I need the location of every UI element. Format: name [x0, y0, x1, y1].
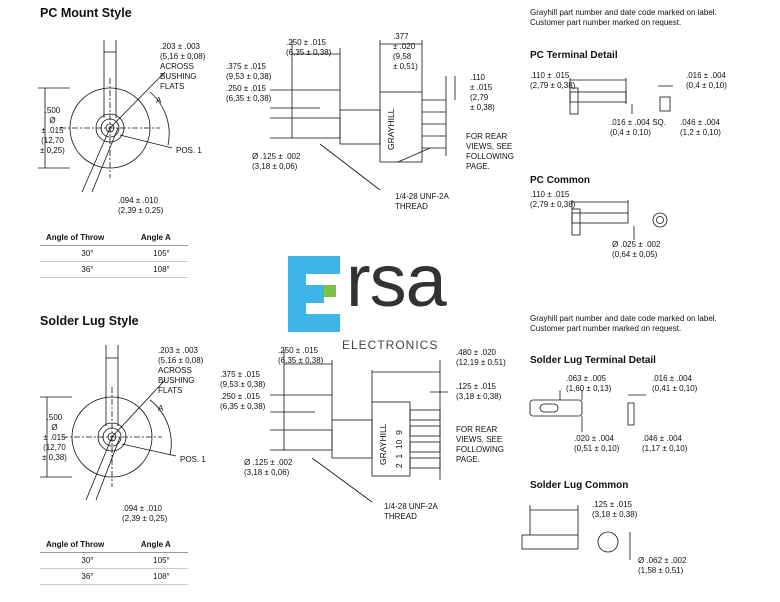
pc-side-view [270, 40, 456, 191]
sl-thread-label: 1/4-28 UNF-2A THREAD [384, 502, 438, 521]
pc-common-detail [571, 200, 668, 240]
table-cell: 30° [40, 245, 135, 262]
pc-common-dim-b: Ø .025 ± .002 (0,64 ± 0,05) [612, 240, 661, 259]
table-cell: 36° [40, 568, 135, 585]
sl-label-note: Grayhill part number and date code marke… [530, 314, 717, 333]
sl-body-numbers: 2 1 10 9 [394, 430, 404, 468]
ersa-logo-subtitle: ELECTRONICS [342, 338, 439, 352]
sl-flat-dim: .094 ± .010 (2,39 ± 0,25) [122, 504, 168, 523]
table-row: 36° 108° [40, 568, 188, 585]
pc-terminal-length-dim: .110 ± .015 (2,79 ± 0,38) [470, 73, 495, 112]
table-row: 30° 105° [40, 245, 188, 262]
sl-angle-table: Angle of Throw Angle A 30° 105° 36° 108° [40, 540, 188, 585]
pc-bushing-length-dim: .250 ± .015 (6,35 ± 0,38) [286, 38, 332, 57]
pc-flat-length-dim: .250 ± .015 (6,35 ± 0,38) [226, 84, 272, 103]
sl-bushing-flats-dim: .203 ± .003 (5,16 ± 0,08) ACROSS BUSHING… [158, 346, 204, 395]
sl-terminal-detail [529, 390, 646, 432]
pc-rear-views-note: FOR REAR VIEWS, SEE FOLLOWING PAGE. [466, 132, 515, 171]
pc-thread-label: 1/4-28 UNF-2A THREAD [395, 192, 449, 211]
pc-terminal-dim-b: .016 ± .004 (0,4 ± 0,10) [686, 71, 727, 90]
table-cell: 108° [134, 568, 188, 585]
sl-rear-views-note: FOR REAR VIEWS, SEE FOLLOWING PAGE. [456, 425, 505, 464]
pc-terminal-detail [569, 78, 673, 115]
pc-body-label: GRAYHILL [386, 108, 396, 150]
table-header: Angle of Throw [40, 540, 135, 553]
pc-front-view [38, 40, 173, 193]
table-cell: 105° [134, 552, 188, 569]
sl-common-detail [521, 505, 631, 560]
table-header: Angle A [134, 540, 188, 553]
sl-terminal-length-dim: .125 ± .015 (3,18 ± 0,38) [456, 382, 502, 401]
sl-common-dim-a: .125 ± .015 (3,18 ± 0,38) [592, 500, 638, 519]
sl-body-length-dim: .480 ± .020 (12,19 ± 0,51) [456, 348, 506, 367]
sl-shaft-diameter-dim: Ø .125 ± .002 (3,18 ± 0,06) [244, 458, 293, 477]
pc-angle-table: Angle of Throw Angle A 30° 105° 36° 108° [40, 233, 188, 278]
sl-body-label: GRAYHILL [378, 423, 388, 465]
sl-common-dim-b: Ø .062 ± .002 (1,58 ± 0,51) [638, 556, 687, 575]
sl-terminal-dim-d: .046 ± .004 (1,17 ± 0,10) [642, 434, 688, 453]
table-cell: 30° [40, 552, 135, 569]
table-row: 30° 105° [40, 552, 188, 569]
table-header: Angle of Throw [40, 233, 135, 246]
pc-terminal-dim-d: .046 ± .004 (1,2 ± 0,10) [680, 118, 721, 137]
sl-flat-length-dim: .250 ± .015 (6,35 ± 0,38) [220, 392, 266, 411]
pc-terminal-dim-a: .110 ± .015 (2,79 ± 0,38) [530, 71, 576, 90]
pc-angle-label: A [156, 96, 162, 105]
sl-position-label: POS. 1 [180, 455, 206, 464]
sl-side-view [270, 350, 448, 503]
table-row: 36° 108° [40, 261, 188, 278]
sl-front-view [40, 345, 177, 501]
pc-terminal-dim-c: .016 ± .004 SQ. (0,4 ± 0,10) [610, 118, 666, 137]
pc-shaft-length-dim: .375 ± .015 (9,53 ± 0,38) [226, 62, 272, 81]
table-header: Angle A [134, 233, 188, 246]
pc-diameter-dim: .500 Ø ± .015 (12,70 ± 0,25) [40, 106, 65, 155]
pc-mount-title: PC Mount Style [40, 6, 132, 20]
table-cell: 105° [134, 245, 188, 262]
pc-flat-dim: .094 ± .010 (2,39 ± 0,25) [118, 196, 164, 215]
sl-shaft-length-dim: .375 ± .015 (9,53 ± 0,38) [220, 370, 266, 389]
sl-common-title: Solder Lug Common [530, 480, 629, 491]
pc-common-dim-a: .110 ± .015 (2,79 ± 0,38) [530, 190, 576, 209]
sl-terminal-dim-c: .020 ± .004 (0,51 ± 0,10) [574, 434, 620, 453]
pc-terminal-detail-title: PC Terminal Detail [530, 50, 618, 61]
table-cell: 36° [40, 261, 135, 278]
sl-bushing-length-dim: .250 ± .015 (6,35 ± 0,38) [278, 346, 324, 365]
pc-common-title: PC Common [530, 175, 590, 186]
pc-position-label: POS. 1 [176, 146, 202, 155]
pc-label-note: Grayhill part number and date code marke… [530, 8, 717, 27]
ersa-logo-text: rsa [346, 239, 447, 322]
sl-diameter-dim: .500 Ø ± .015 (12,70 ± 0,38) [42, 413, 67, 462]
table-cell: 108° [134, 261, 188, 278]
sl-angle-label: A [158, 404, 164, 413]
sl-terminal-detail-title: Solder Lug Terminal Detail [530, 355, 656, 366]
solder-lug-title: Solder Lug Style [40, 314, 139, 328]
ersa-logo: rsa ELECTRONICS [284, 239, 504, 356]
sl-terminal-dim-b: .016 ± .004 (0,41 ± 0,10) [652, 374, 698, 393]
pc-body-length-dim: .377 ± .020 (9,58 ± 0,51) [393, 32, 418, 71]
pc-shaft-diameter-dim: Ø .125 ± .002 (3,18 ± 0,06) [252, 152, 301, 171]
sl-terminal-dim-a: .063 ± .005 (1,60 ± 0,13) [566, 374, 612, 393]
pc-bushing-flats-dim: .203 ± .003 (5,16 ± 0,08) ACROSS BUSHING… [160, 42, 206, 91]
ersa-logo-e-mark [288, 256, 340, 332]
